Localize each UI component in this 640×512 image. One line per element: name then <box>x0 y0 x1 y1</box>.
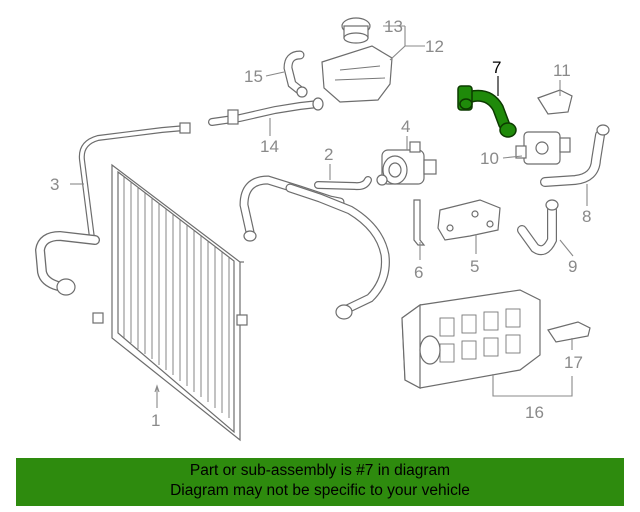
water-pump-part-4 <box>376 141 437 186</box>
callout-4: 4 <box>401 117 410 136</box>
callout-14: 14 <box>260 137 279 156</box>
hose-part-15 <box>283 50 308 98</box>
bracket-part-5 <box>437 199 501 241</box>
callout-12: 12 <box>425 37 444 56</box>
condenser-line-part-3 <box>34 122 191 296</box>
hose-part-14 <box>208 97 324 126</box>
radiator-part-1 <box>92 163 248 442</box>
callout-2: 2 <box>324 145 333 164</box>
hose-part-2 <box>239 175 390 320</box>
hose-part-7-highlighted <box>457 85 517 138</box>
parts-diagram: 1 2 3 4 5 6 7 8 9 10 11 12 13 14 15 16 1… <box>34 17 610 442</box>
callout-1: 1 <box>151 411 160 430</box>
banner-line-part-number: Part or sub-assembly is #7 in diagram <box>189 462 451 479</box>
callout-7-highlighted: 7 <box>492 58 501 77</box>
callout-11: 11 <box>553 61 571 80</box>
valve-part-10 <box>515 131 571 165</box>
callout-6: 6 <box>414 263 423 282</box>
callout-15: 15 <box>244 67 263 86</box>
hose-part-9 <box>517 199 559 256</box>
info-banner: Part or sub-assembly is #7 in diagram Di… <box>16 458 624 506</box>
callout-10: 10 <box>480 149 499 168</box>
coolant-reservoir-part-12 <box>321 45 393 103</box>
callout-8: 8 <box>582 207 591 226</box>
banner-line-disclaimer: Diagram may not be specific to your vehi… <box>170 482 470 499</box>
callout-9: 9 <box>568 257 577 276</box>
callout-16: 16 <box>525 403 544 422</box>
callout-3: 3 <box>50 175 59 194</box>
bracket-part-11 <box>537 89 573 115</box>
hose-part-8 <box>540 124 610 187</box>
callout-13: 13 <box>384 17 403 36</box>
sensor-part-17 <box>547 321 591 343</box>
intercooler-part-16 <box>401 289 541 389</box>
bracket-part-6 <box>413 199 426 246</box>
callout-5: 5 <box>470 257 479 276</box>
reservoir-cap-part-13 <box>341 17 371 44</box>
callout-17: 17 <box>564 353 583 372</box>
